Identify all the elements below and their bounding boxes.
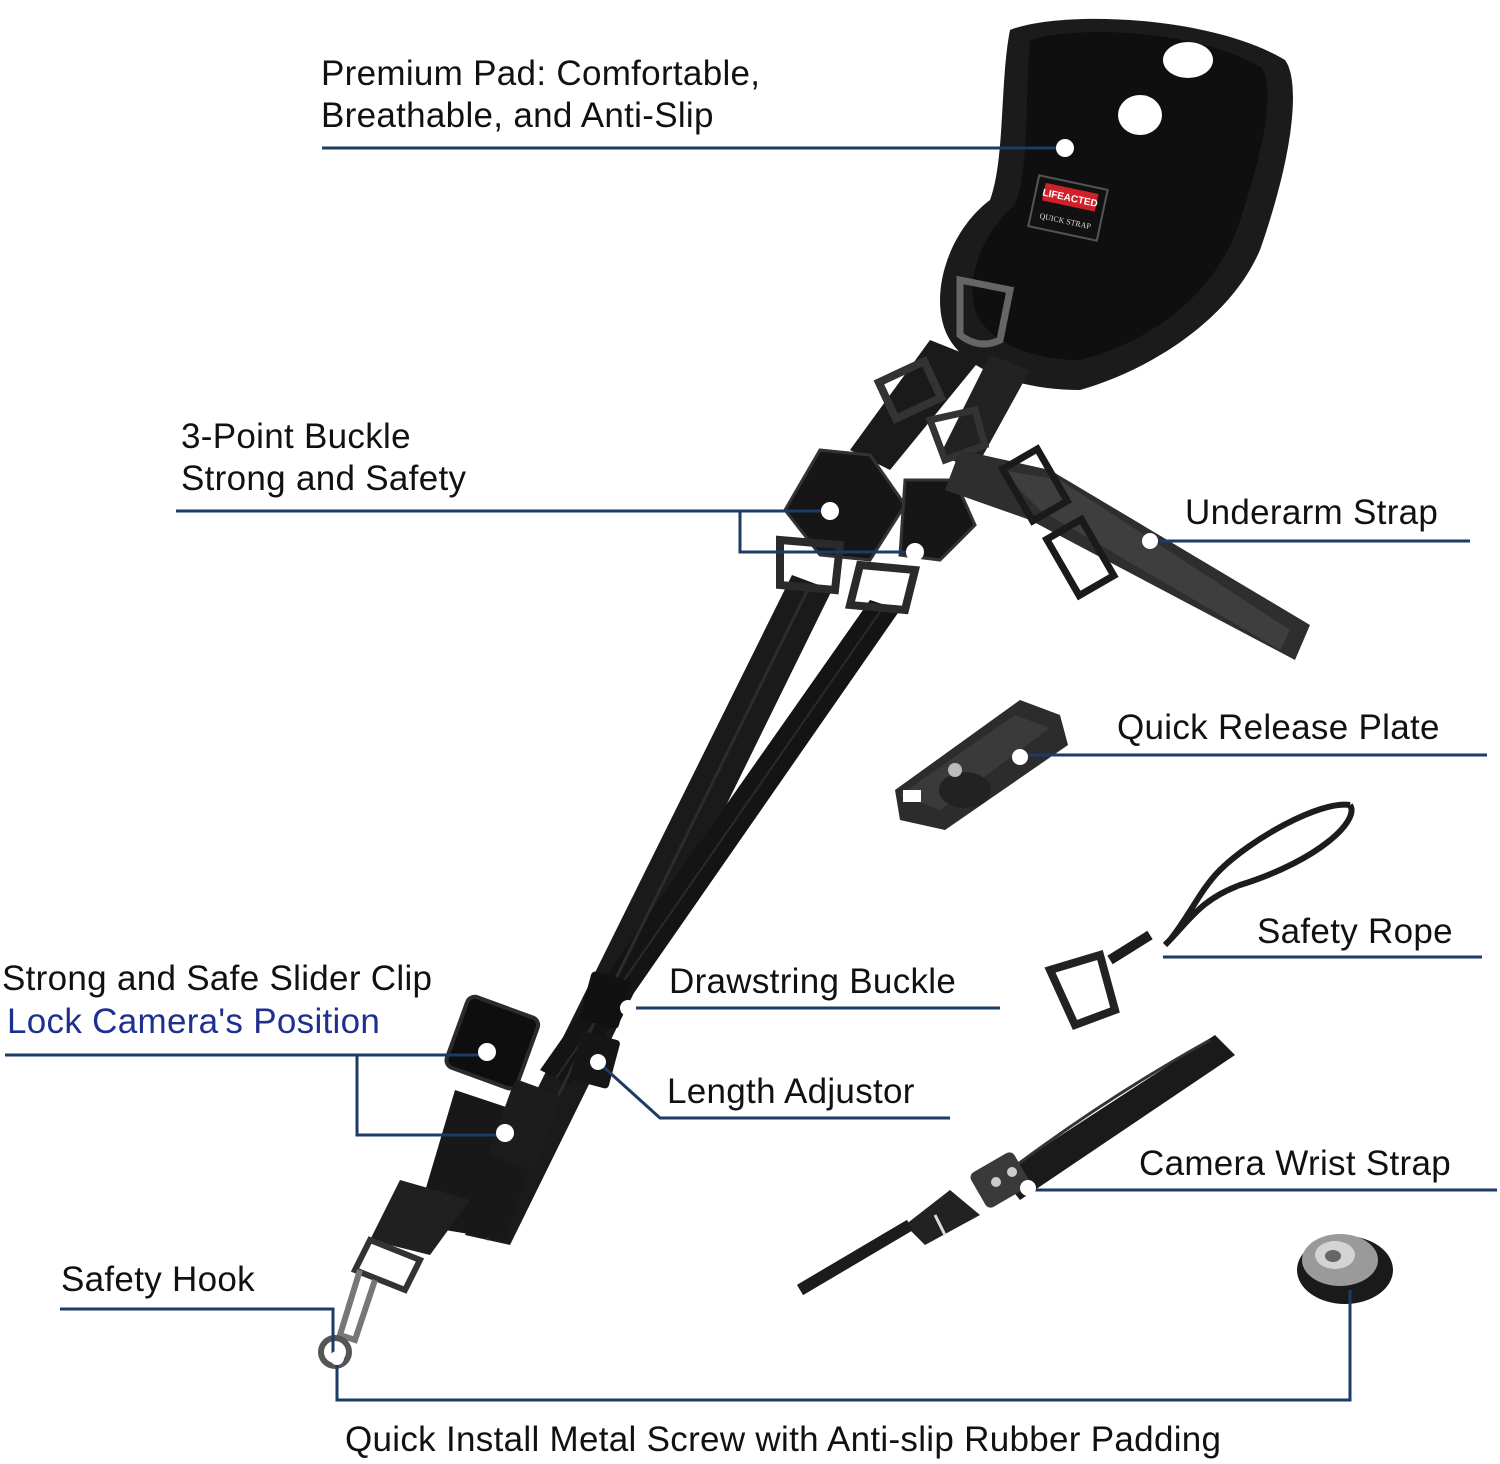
premium-pad-label-line1: Premium Pad: Comfortable, (321, 54, 761, 93)
three-point-buckle (776, 448, 977, 615)
camera-wrist-strap-label: Camera Wrist Strap (1139, 1144, 1452, 1183)
length-adjustor-label: Length Adjustor (667, 1072, 915, 1111)
premium-pad-label-line2: Breathable, and Anti-Slip (321, 96, 714, 135)
safety-hook-label: Safety Hook (61, 1260, 255, 1299)
leader-metal-screw (335, 1290, 1352, 1402)
underarm-strap-label: Underarm Strap (1185, 493, 1439, 532)
safety-rope-illustration (1044, 801, 1355, 1031)
leader-safety-hook (60, 1307, 335, 1355)
buckle-label-line2: Strong and Safety (181, 459, 467, 498)
slider-clip-label-line2: Lock Camera's Position (7, 1002, 381, 1041)
camera-wrist-strap-illustration (796, 1035, 1235, 1296)
leader-length-adjustor (596, 1060, 950, 1120)
anchor-dots (330, 139, 1163, 1365)
metal-screw-label: Quick Install Metal Screw with Anti-slip… (345, 1420, 1222, 1459)
main-strap (370, 575, 900, 1255)
quick-release-plate-label: Quick Release Plate (1117, 708, 1440, 747)
drawstring-buckle-label: Drawstring Buckle (669, 962, 957, 1001)
slider-clip-label-line1: Strong and Safe Slider Clip (2, 959, 433, 998)
shoulder-pad: LIFEACTED QUICK STRAP (940, 18, 1293, 390)
leader-lines (5, 146, 1497, 1402)
quick-release-plate-illustration (895, 700, 1068, 830)
safety-rope-label: Safety Rope (1257, 912, 1453, 951)
metal-screw-illustration (1297, 1234, 1393, 1304)
safety-hook (318, 1236, 425, 1369)
buckle-label-line1: 3-Point Buckle (181, 417, 411, 456)
underarm-strap (945, 444, 1310, 660)
